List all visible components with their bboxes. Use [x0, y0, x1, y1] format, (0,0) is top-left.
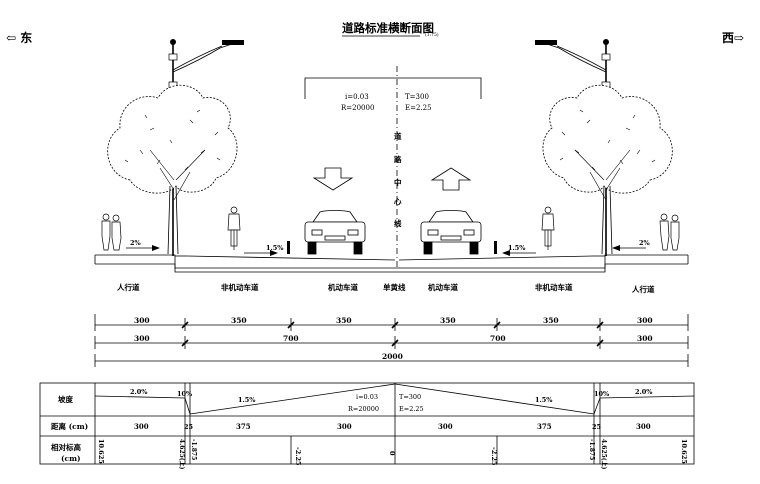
param-t: T=300: [405, 93, 429, 101]
lane-label-sidewalk-left: 人行道: [117, 282, 140, 292]
dist-cell-6: 25: [592, 423, 602, 431]
slope-marker-bike-right: [502, 250, 536, 256]
direction-west: 西⇨: [722, 31, 744, 45]
lane-label-car-right: 机动车道: [428, 282, 458, 292]
dim-r2-1: 700: [283, 334, 299, 343]
slope-cell-4: 10%: [594, 390, 610, 398]
dist-cell-5: 375: [537, 422, 552, 431]
tree-left-icon: [107, 84, 238, 255]
slope-marker-sidewalk-right: [612, 245, 646, 251]
elev-cell-8: 10.625: [680, 439, 688, 464]
elev-cell-5: -2.25: [490, 447, 498, 466]
slope-cell-0: 2.0%: [130, 388, 148, 396]
slope-cell-1: 10%: [177, 390, 193, 398]
slope-cell-2: 1.5%: [238, 396, 256, 404]
cyclist-left-icon: [227, 206, 241, 250]
pedestrians-right-icon: [659, 213, 680, 251]
param-i: i=0.03: [345, 93, 369, 101]
slope-param-i: i=0.03: [356, 393, 378, 401]
slope-sidewalk-right: 2%: [639, 239, 651, 247]
elev-cell-1: 4.625(上): [178, 439, 186, 470]
param-r: R=20000: [341, 104, 374, 112]
lane-label-yellow-line: 单黄线: [383, 282, 406, 292]
parameter-bracket: [304, 66, 482, 270]
lane-label-car-left: 机动车道: [328, 282, 358, 292]
dim-r1-2: 350: [336, 316, 352, 325]
centerline-char-4: 心: [394, 196, 402, 206]
dim-r2-0: 300: [134, 334, 150, 343]
elev-cell-3: -2.25: [294, 447, 302, 466]
dist-cell-3: 300: [337, 422, 352, 431]
dim-r1-3: 350: [440, 316, 456, 325]
dim-r2-2: 700: [490, 334, 506, 343]
car-right-icon: [420, 210, 482, 255]
car-left-icon: [304, 210, 366, 255]
param-e: E=2.25: [405, 104, 432, 112]
lane-label-bike-right: 非机动车道: [535, 282, 573, 292]
bollard-right: [494, 241, 497, 254]
slope-marker-sidewalk-left: [126, 245, 160, 251]
slope-cell-3: 1.5%: [535, 396, 553, 404]
centerline-char-5: 线: [394, 218, 402, 228]
slope-param-r: R=20000: [348, 405, 379, 413]
dim-r1-1: 350: [231, 316, 247, 325]
slope-sidewalk-left: 2%: [130, 239, 142, 247]
slope-bike-right: 1.5%: [508, 244, 526, 252]
elev-cell-0: 10.625: [97, 439, 105, 464]
row-label-slope: 坡度: [58, 394, 73, 404]
pedestrians-left-icon: [101, 213, 122, 251]
dim-r1-5: 300: [637, 316, 653, 325]
scale-label: (1:75): [425, 31, 439, 38]
row-label-unit: (cm): [61, 454, 81, 463]
data-table: [39, 382, 695, 465]
dist-cell-4: 300: [438, 422, 453, 431]
slope-marker-bike-left: [244, 250, 278, 256]
lane-label-sidewalk-right: 人行道: [632, 284, 655, 294]
street-lamp-left-icon: [168, 39, 244, 256]
elev-cell-2: -1.875: [190, 439, 197, 460]
elev-cell-4: 0: [388, 451, 396, 456]
tree-right-icon: [542, 84, 673, 255]
row-label-elevation: 相对标高: [51, 442, 81, 452]
elev-cell-6: -1.875: [588, 439, 595, 460]
dim-r1-0: 300: [134, 316, 150, 325]
arrow-down-icon: [312, 167, 354, 191]
bollard-left: [287, 241, 290, 254]
arrow-up-icon: [430, 167, 472, 191]
centerline-char-3: 中: [394, 177, 402, 187]
dim-r2-3: 300: [637, 334, 653, 343]
dist-cell-0: 300: [134, 422, 149, 431]
drawing-title: 道路标准横断面图: [342, 21, 434, 35]
dimension-row-2: [94, 336, 689, 349]
slope-bike-left: 1.5%: [266, 244, 284, 252]
dist-cell-2: 375: [236, 422, 251, 431]
road-profile: [94, 254, 689, 273]
centerline-char-2: 路: [394, 154, 402, 164]
dist-cell-1: 25: [184, 423, 194, 431]
row-label-distance: 距离 (cm): [51, 421, 88, 431]
slope-cell-5: 2.0%: [635, 388, 653, 396]
dim-r1-4: 350: [543, 316, 559, 325]
direction-east: ⇦ 东: [6, 30, 32, 45]
lane-label-bike-left: 非机动车道: [221, 282, 259, 292]
cyclist-right-icon: [541, 206, 555, 250]
centerline-char-1: 道: [394, 131, 402, 141]
dim-total: 2000: [382, 352, 403, 361]
slope-param-e: E=2.25: [399, 405, 424, 413]
slope-param-t: T=300: [399, 393, 421, 401]
dist-cell-7: 300: [636, 422, 651, 431]
dimension-row-1: [94, 314, 689, 331]
dimension-row-3: [94, 354, 689, 367]
elev-cell-7: 4.625(上): [600, 439, 608, 470]
